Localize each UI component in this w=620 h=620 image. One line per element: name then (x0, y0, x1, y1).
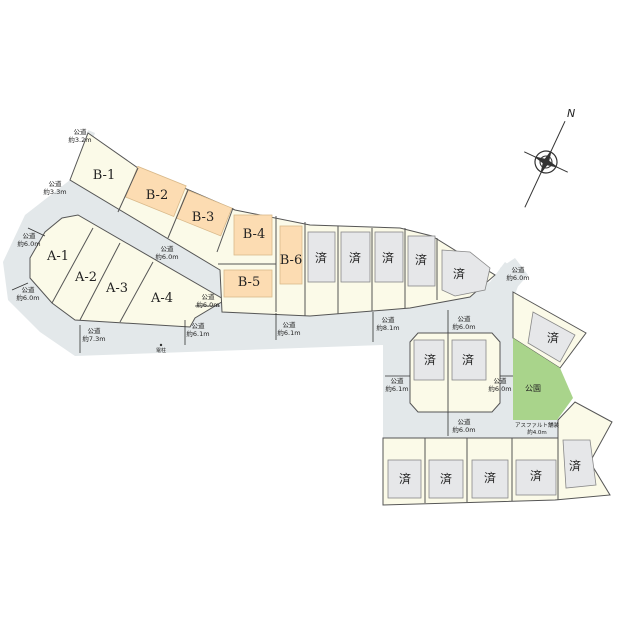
block-b (69, 132, 496, 317)
park-label: 公園 (525, 384, 541, 393)
svg-text:公道約6.0m: 公道約6.0m (196, 292, 219, 309)
lot-b-4[interactable]: B-4 (243, 227, 265, 242)
compass-north-label: N (567, 107, 575, 120)
sold-lot: 済 (399, 471, 411, 486)
lot-b-5[interactable]: B-5 (238, 275, 260, 290)
sold-lot: 済 (440, 471, 452, 486)
pole-label: 電柱 (156, 347, 166, 354)
sold-lot: 済 (349, 250, 361, 265)
svg-text:公道約8.1m: 公道約8.1m (376, 315, 399, 332)
lot-a-1[interactable]: A-1 (46, 249, 69, 264)
svg-text:アスファルト舗装約4.0m: アスファルト舗装約4.0m (515, 421, 560, 436)
compass-icon (524, 121, 568, 208)
road-labels: 公道約3.2m 公道約3.3m 公道約6.0m 公道約6.0m 公道約6.0m … (16, 127, 559, 436)
lot-b-6[interactable]: B-6 (280, 253, 302, 268)
park (513, 338, 573, 420)
lot-b-1[interactable]: B-1 (93, 168, 115, 183)
lot-b-3[interactable]: B-3 (192, 210, 214, 225)
sold-lot: 済 (462, 352, 474, 367)
lot-a-2[interactable]: A-2 (74, 270, 97, 285)
utility-pole-marker (159, 343, 163, 347)
center-block (409, 332, 501, 413)
svg-text:公道約6.0m: 公道約6.0m (452, 314, 475, 331)
svg-text:公道約6.1m: 公道約6.1m (385, 376, 408, 393)
svg-text:公道約6.0m: 公道約6.0m (488, 376, 511, 393)
svg-text:公道約3.3m: 公道約3.3m (43, 179, 66, 196)
svg-text:公道約6.0m: 公道約6.0m (16, 285, 39, 302)
svg-text:公道約6.0m: 公道約6.0m (506, 265, 529, 282)
sold-lot: 済 (453, 266, 465, 281)
road-area (3, 180, 522, 440)
block-a (29, 214, 226, 328)
sold-lot: 済 (315, 250, 327, 265)
road-north-east (500, 258, 528, 292)
svg-text:公道約6.0m: 公道約6.0m (452, 417, 475, 434)
sold-lot: 済 (530, 468, 542, 483)
bottom-block (382, 401, 613, 506)
svg-text:公道約7.3m: 公道約7.3m (82, 326, 105, 343)
sold-lot: 済 (547, 330, 559, 345)
svg-text:公道約6.0m: 公道約6.0m (17, 231, 40, 248)
sold-lot: 済 (424, 352, 436, 367)
lot-a-3[interactable]: A-3 (105, 281, 128, 296)
lot-a-4[interactable]: A-4 (150, 291, 173, 306)
sold-lot: 済 (382, 250, 394, 265)
svg-text:公道約6.1m: 公道約6.1m (277, 320, 300, 337)
sold-lot: 済 (569, 458, 581, 473)
svg-text:公道約6.1m: 公道約6.1m (186, 321, 209, 338)
sold-lot: 済 (484, 470, 496, 485)
svg-text:公道約3.2m: 公道約3.2m (68, 127, 91, 144)
sold-lot: 済 (415, 252, 427, 267)
svg-text:公道約6.0m: 公道約6.0m (155, 244, 178, 261)
lot-b-2[interactable]: B-2 (146, 188, 168, 203)
dimension-arrows (11, 227, 513, 436)
